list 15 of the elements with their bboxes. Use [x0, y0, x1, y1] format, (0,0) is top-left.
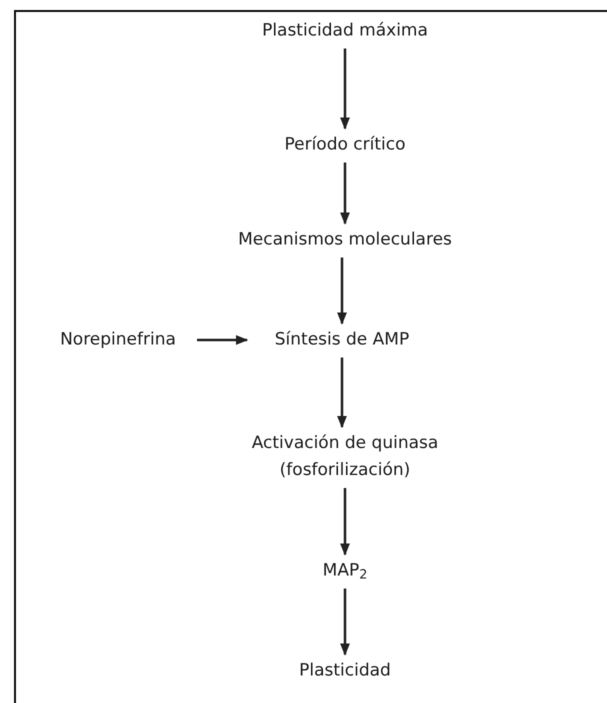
process-label: Mecanismos moleculares — [200, 226, 490, 254]
arrow — [340, 48, 350, 130]
arrow — [340, 588, 350, 656]
arrow — [340, 488, 350, 556]
process-label: Plasticidad máxima — [235, 18, 455, 44]
arrow — [197, 335, 248, 345]
process-label: Síntesis de AMP — [252, 326, 432, 354]
process-label: Norepinefrina — [43, 326, 193, 354]
process-label: Período crítico — [245, 132, 445, 158]
process-label: Activación de quinasa (fosforilización) — [215, 430, 475, 484]
arrow — [337, 258, 347, 325]
arrow — [340, 162, 350, 225]
arrow — [337, 358, 347, 428]
process-label: MAP$_{2}$ — [295, 558, 395, 584]
process-label: Plasticidad — [270, 658, 420, 684]
